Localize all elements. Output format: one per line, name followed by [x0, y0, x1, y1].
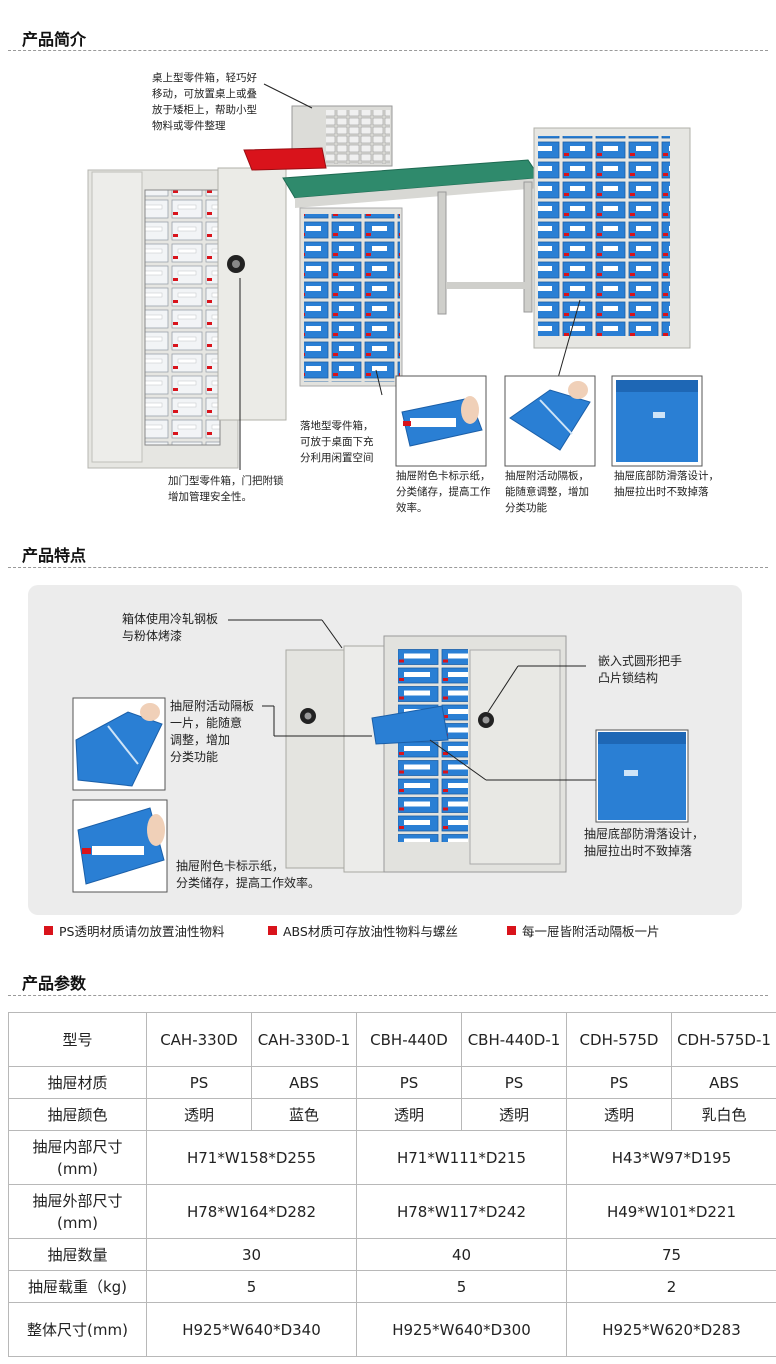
- table-cell: 5: [356, 1270, 567, 1303]
- feature-antifall-thumbnail: [595, 729, 689, 823]
- table-cell: PS: [146, 1066, 252, 1099]
- section-title-intro: 产品简介: [22, 30, 87, 49]
- table-cell: PS: [356, 1066, 462, 1099]
- row-label: 抽屉颜色: [8, 1098, 147, 1131]
- model-cell: CBH-440D: [356, 1012, 462, 1067]
- antifall-thumbnail: [611, 375, 703, 467]
- table-cell: 透明: [566, 1098, 672, 1131]
- table-cell: H49*W101*D221: [566, 1184, 776, 1239]
- workbench-image: [282, 159, 541, 315]
- model-cell: CDH-575D-1: [671, 1012, 776, 1067]
- caption-antifall: 抽屉底部防滑落设计， 抽屉拉出时不致掉落: [614, 470, 719, 498]
- table-cell: 透明: [146, 1098, 252, 1131]
- label-card-thumbnail: [395, 375, 487, 467]
- feature-divider-thumbnail: [72, 697, 166, 791]
- spec-table: 型号 CAH-330D CAH-330D-1 CBH-440D CBH-440D…: [8, 1012, 776, 1357]
- divider: [8, 995, 768, 996]
- caption-divider: 抽屉附活动隔板， 能随意调整，增加 分类功能: [505, 470, 589, 514]
- note-item: ABS材质可存放油性物料与螺丝: [268, 921, 458, 940]
- row-label: 抽屉内部尺寸(mm): [8, 1130, 147, 1185]
- table-row: 抽屉数量 30 40 75: [8, 1238, 776, 1271]
- door-cabinet-image: [87, 167, 287, 469]
- table-cell: H925*W640*D340: [146, 1302, 357, 1357]
- divider-thumbnail: [504, 375, 596, 467]
- table-cell: H925*W620*D283: [566, 1302, 776, 1357]
- model-cell: CAH-330D: [146, 1012, 252, 1067]
- caption-label-card: 抽屉附色卡标示纸， 分类储存，提高工作 效率。: [396, 470, 491, 514]
- row-label: 抽屉载重（kg): [8, 1270, 147, 1303]
- feature-label-card-caption: 抽屉附色卡标示纸， 分类储存，提高工作效率。: [176, 859, 321, 890]
- table-row: 型号 CAH-330D CAH-330D-1 CBH-440D CBH-440D…: [8, 1012, 776, 1067]
- table-cell: 透明: [356, 1098, 462, 1131]
- note-item: 每一屉皆附活动隔板一片: [507, 921, 660, 940]
- row-label: 抽屉材质: [8, 1066, 147, 1099]
- caption-floor: 落地型零件箱， 可放于桌面下充 分利用闲置空间: [300, 420, 374, 464]
- note-text: ABS材质可存放油性物料与螺丝: [283, 924, 458, 939]
- red-square-icon: [268, 926, 277, 935]
- table-cell: 2: [566, 1270, 776, 1303]
- main-cabinet-image: [285, 635, 567, 873]
- table-row: 抽屉内部尺寸(mm) H71*W158*D255 H71*W111*D215 H…: [8, 1130, 776, 1185]
- table-cell: H78*W164*D282: [146, 1184, 357, 1239]
- table-cell: 40: [356, 1238, 567, 1271]
- table-row: 抽屉材质 PS ABS PS PS PS ABS: [8, 1066, 776, 1099]
- table-cell: H78*W117*D242: [356, 1184, 567, 1239]
- table-cell: ABS: [251, 1066, 357, 1099]
- note-item: PS透明材质请勿放置油性物料: [44, 921, 224, 940]
- row-label: 型号: [8, 1012, 147, 1067]
- table-cell: 透明: [461, 1098, 567, 1131]
- table-row: 抽屉颜色 透明 蓝色 透明 透明 透明 乳白色: [8, 1098, 776, 1131]
- row-label: 抽屉数量: [8, 1238, 147, 1271]
- tall-cabinet-image: [533, 127, 691, 349]
- table-cell: 蓝色: [251, 1098, 357, 1131]
- note-text: PS透明材质请勿放置油性物料: [59, 924, 225, 939]
- note-text: 每一屉皆附活动隔板一片: [522, 924, 660, 939]
- floor-cabinet-image: [299, 207, 403, 387]
- table-cell: ABS: [671, 1066, 776, 1099]
- model-cell: CBH-440D-1: [461, 1012, 567, 1067]
- divider: [8, 50, 768, 51]
- red-square-icon: [507, 926, 516, 935]
- caption-desktop: 桌上型零件箱，轻巧好 移动，可放置桌上或叠 放于矮柜上，帮助小型 物料或零件整理: [152, 72, 257, 132]
- feature-divider-caption: 抽屉附活动隔板 一片，能随意 调整，增加 分类功能: [170, 699, 255, 764]
- feature-label-card-thumbnail: [72, 799, 168, 893]
- section-title-features: 产品特点: [22, 546, 87, 565]
- table-cell: H71*W158*D255: [146, 1130, 357, 1185]
- table-cell: PS: [461, 1066, 567, 1099]
- caption-door: 加门型零件箱，门把附锁 增加管理安全性。: [168, 475, 284, 503]
- table-cell: 30: [146, 1238, 357, 1271]
- red-square-icon: [44, 926, 53, 935]
- table-cell: H71*W111*D215: [356, 1130, 567, 1185]
- table-cell: 75: [566, 1238, 776, 1271]
- desktop-cabinet-image: [243, 105, 393, 171]
- table-cell: PS: [566, 1066, 672, 1099]
- row-label: 整体尺寸(mm): [8, 1302, 147, 1357]
- table-cell: H925*W640*D300: [356, 1302, 567, 1357]
- feature-handle-caption: 嵌入式圆形把手 凸片锁结构: [598, 654, 683, 685]
- table-row: 抽屉载重（kg) 5 5 2: [8, 1270, 776, 1303]
- table-cell: 乳白色: [671, 1098, 776, 1131]
- model-cell: CDH-575D: [566, 1012, 672, 1067]
- feature-steel-caption: 箱体使用冷轧钢板 与粉体烤漆: [122, 612, 219, 643]
- table-cell: H43*W97*D195: [566, 1130, 776, 1185]
- section-title-params: 产品参数: [22, 974, 87, 993]
- feature-antifall-caption: 抽屉底部防滑落设计， 抽屉拉出时不致掉落: [584, 827, 705, 858]
- table-cell: 5: [146, 1270, 357, 1303]
- table-row: 抽屉外部尺寸(mm) H78*W164*D282 H78*W117*D242 H…: [8, 1184, 776, 1239]
- table-row: 整体尺寸(mm) H925*W640*D340 H925*W640*D300 H…: [8, 1302, 776, 1357]
- row-label: 抽屉外部尺寸(mm): [8, 1184, 147, 1239]
- divider: [8, 567, 768, 568]
- model-cell: CAH-330D-1: [251, 1012, 357, 1067]
- product-lineup-illustration: [87, 83, 703, 470]
